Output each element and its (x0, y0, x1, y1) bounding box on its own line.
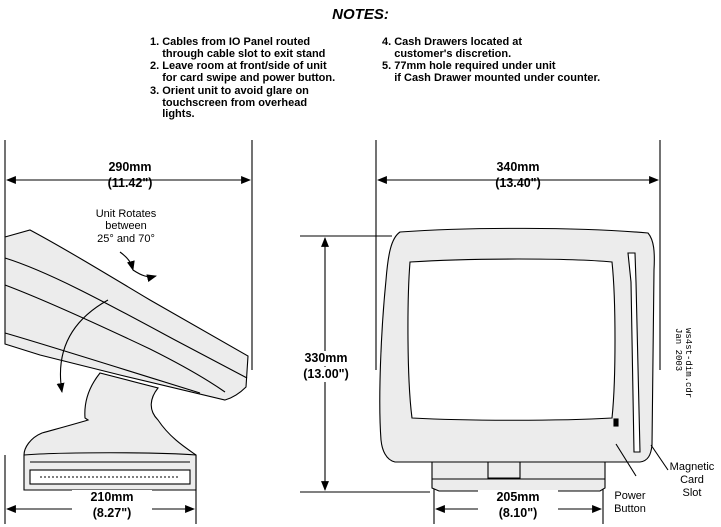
card-slot-label-2: Card (680, 474, 704, 486)
note-1: 1. Cables from IO Panel routed through c… (150, 36, 326, 60)
side-base-mm: 210mm (72, 490, 152, 505)
rotation-label-1: Unit Rotates (95, 208, 157, 220)
front-height-mm: 330mm (295, 351, 357, 366)
touchscreen (407, 258, 616, 421)
notes-title: NOTES: (332, 6, 389, 23)
rotation-arrow-upper (119, 251, 135, 271)
front-width-in: (13.40") (495, 176, 541, 190)
note-5: 5. 77mm hole required under unit if Cash… (382, 60, 601, 84)
power-button-label-1: Power (614, 490, 646, 502)
card-slot-label-1: Magnetic (669, 461, 715, 473)
rotation-arrow-tip (132, 269, 157, 282)
front-stand (431, 461, 606, 492)
card-slot-leader (650, 444, 669, 471)
side-depth-mm: 290mm (108, 160, 152, 174)
rotation-arrow-lower (56, 299, 109, 393)
magnetic-card-slot (627, 252, 641, 453)
power-button-label-2: Button (614, 503, 646, 515)
file-stamp: ws4st-dim.cdr Jan 2003 (673, 328, 693, 399)
front-base-mm: 205mm (478, 490, 558, 505)
front-width-mm: 340mm (496, 160, 540, 174)
note-3: 3. Orient unit to avoid glare on touchsc… (150, 85, 309, 120)
note-4: 4. Cash Drawers located at customer's di… (382, 36, 523, 60)
note-2: 2. Leave room at front/side of unit for … (150, 60, 336, 84)
front-base-in: (8.10") (478, 506, 558, 521)
front-height-in: (13.00") (295, 367, 357, 382)
rotation-label-2: between (105, 220, 147, 232)
rotation-label-3: 25° and 70° (97, 233, 155, 245)
card-slot-label-3: Slot (682, 487, 702, 499)
power-button (613, 418, 619, 427)
power-button-leader (615, 443, 637, 477)
side-view-unit (4, 229, 249, 491)
side-depth-in: (11.42") (107, 176, 153, 190)
side-base-in: (8.27") (72, 506, 152, 521)
